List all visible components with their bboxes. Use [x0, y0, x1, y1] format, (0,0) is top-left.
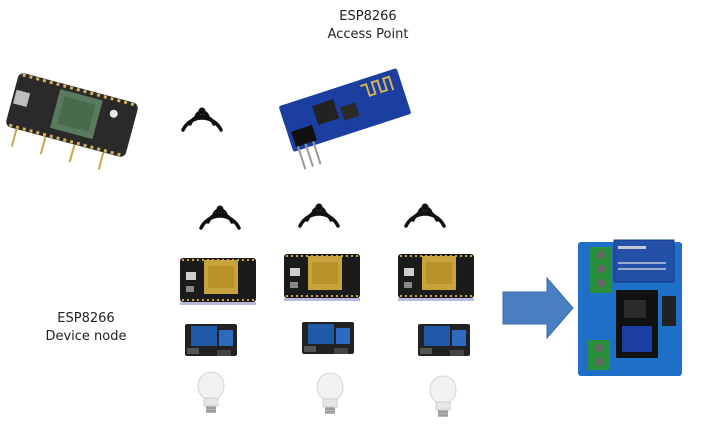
nodemcu-board-image: [397, 253, 475, 302]
access-point-label-line1: ESP8266: [339, 9, 397, 24]
dev-board-image: [6, 73, 138, 171]
nodemcu-board-image: [283, 253, 361, 302]
device-node-label-line1: ESP8266: [57, 311, 115, 326]
device-node-label-line2: Device node: [45, 329, 127, 344]
wifi-signal-icon: [298, 201, 340, 228]
device-node-label: ESP8266 Device node: [36, 310, 136, 346]
relay-module-image: [185, 324, 237, 356]
wifi-signal-icon: [199, 203, 241, 230]
wifi-signal-icon: [404, 201, 446, 228]
right-arrow-icon: [502, 276, 574, 340]
light-bulb-image: [316, 372, 344, 415]
light-bulb-image: [429, 375, 457, 418]
access-point-label-line2: Access Point: [327, 27, 409, 42]
nodemcu-board-image: [179, 257, 257, 306]
relay-esp01-board-image: [578, 239, 682, 376]
light-bulb-image: [197, 371, 225, 414]
wifi-signal-icon: [181, 105, 223, 132]
esp01-module-image: [279, 68, 411, 170]
access-point-label: ESP8266 Access Point: [318, 8, 418, 44]
relay-module-image: [302, 322, 354, 354]
relay-module-image: [418, 324, 470, 356]
